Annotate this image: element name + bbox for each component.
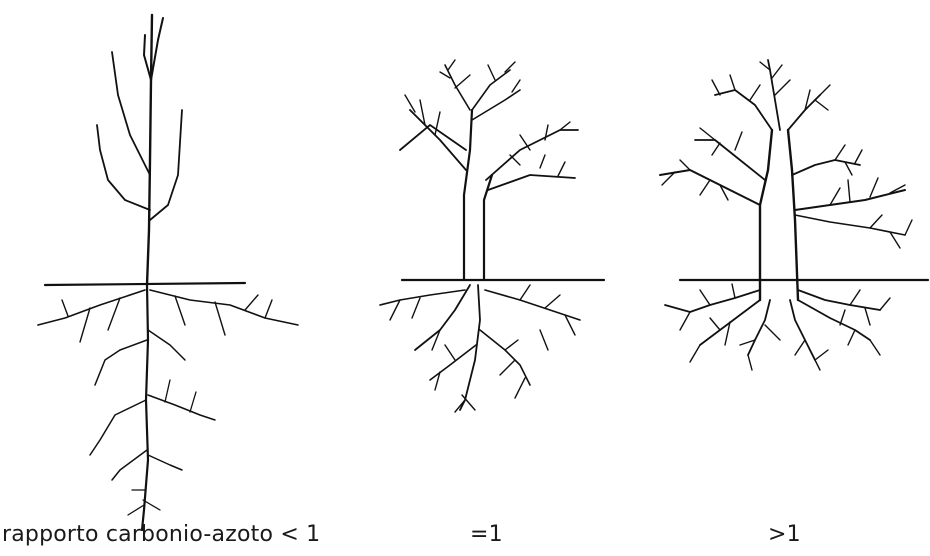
balanced-roots xyxy=(380,285,580,412)
mature-canopy xyxy=(660,60,912,248)
mature-trunk xyxy=(760,130,798,300)
caption-ratio-equal-one: =1 xyxy=(470,522,503,547)
tree-balanced xyxy=(380,60,604,412)
tree-sapling xyxy=(38,15,298,530)
sapling-roots xyxy=(38,285,298,530)
caption-ratio-less-than-one: rapporto carbonio-azoto < 1 xyxy=(2,522,320,547)
caption-ratio-greater-than-one: >1 xyxy=(768,522,801,547)
sapling-canopy xyxy=(97,15,182,285)
balanced-canopy xyxy=(400,60,578,190)
balanced-trunk xyxy=(464,110,492,280)
mature-roots xyxy=(665,284,890,370)
tree-mature xyxy=(660,60,928,370)
ground-line-1 xyxy=(45,283,245,285)
